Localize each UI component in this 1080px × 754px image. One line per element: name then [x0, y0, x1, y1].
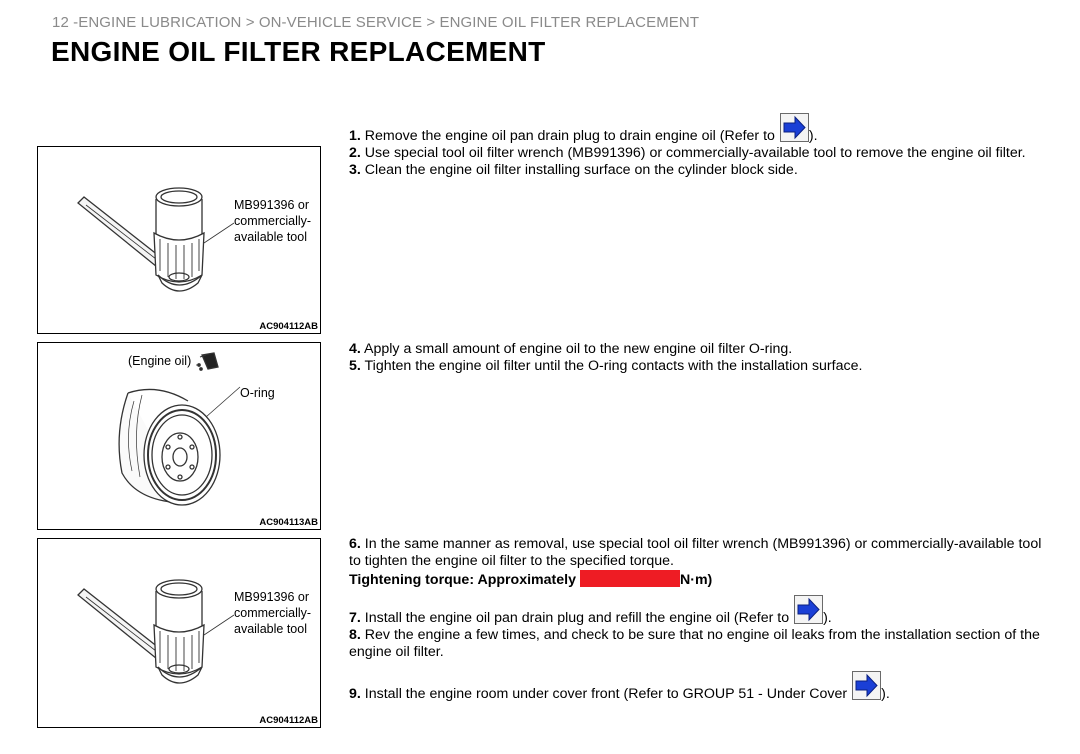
step-number: 6.	[349, 536, 361, 552]
step-number: 4.	[349, 341, 361, 357]
breadcrumb: 12 -ENGINE LUBRICATION > ON-VEHICLE SERV…	[52, 14, 700, 31]
figure-tool-label: MB991396 or commercially- available tool	[234, 590, 312, 636]
figure-code: AC904113AB	[259, 517, 318, 528]
page-title: ENGINE OIL FILTER REPLACEMENT	[51, 36, 546, 67]
step-text: Use special tool oil filter wrench (MB99…	[364, 145, 1026, 161]
figure-code: AC904112AB	[259, 321, 318, 332]
steps-group-install: 6. In the same manner as removal, use sp…	[349, 536, 1049, 703]
right-arrow-link-icon[interactable]	[852, 671, 882, 700]
step-1: 1. Remove the engine oil pan drain plug …	[349, 113, 1049, 145]
torque-label: Tightening torque: Approximately	[349, 572, 577, 588]
step-5: 5. Tighten the engine oil filter until t…	[349, 358, 1049, 375]
figure-oil-filter-wrench-removal: MB991396 or commercially- available tool…	[37, 146, 321, 334]
torque-unit: N·m)	[679, 572, 713, 588]
step-number: 3.	[349, 162, 361, 178]
step-text-end: ).	[823, 610, 832, 626]
step-7: 7. Install the engine oil pan drain plug…	[349, 595, 1049, 627]
step-text: In the same manner as removal, use speci…	[349, 536, 1042, 569]
step-2: 2. Use special tool oil filter wrench (M…	[349, 145, 1049, 162]
step-text: Install the engine oil pan drain plug an…	[364, 610, 790, 626]
tightening-torque: Tightening torque: Approximately N·m)	[349, 570, 1049, 589]
step-8: 8. Rev the engine a few times, and check…	[349, 627, 1049, 661]
right-arrow-link-icon[interactable]	[779, 113, 809, 142]
right-arrow-link-icon[interactable]	[794, 595, 824, 624]
step-6: 6. In the same manner as removal, use sp…	[349, 536, 1049, 570]
oil-filter-wrench-illustration	[77, 187, 235, 292]
figure-code: AC904112AB	[259, 715, 318, 726]
steps-group-oring: 4. Apply a small amount of engine oil to…	[349, 341, 1049, 375]
oil-filter-wrench-illustration	[77, 579, 235, 684]
redacted-value	[579, 570, 680, 587]
figure-tool-label: MB991396 or commercially- available tool	[234, 198, 312, 244]
step-9: 9. Install the engine room under cover f…	[349, 671, 1049, 703]
step-number: 7.	[349, 610, 361, 626]
step-4: 4. Apply a small amount of engine oil to…	[349, 341, 1049, 358]
oil-filter-o-ring-illustration	[118, 352, 241, 506]
step-text: Rev the engine a few times, and check to…	[349, 627, 1040, 660]
step-text-end: ).	[881, 686, 890, 702]
step-3: 3. Clean the engine oil filter installin…	[349, 162, 1049, 179]
step-text: Remove the engine oil pan drain plug to …	[364, 128, 775, 144]
step-number: 9.	[349, 686, 361, 702]
step-number: 2.	[349, 145, 361, 161]
step-text: Clean the engine oil filter installing s…	[364, 162, 798, 178]
engine-oil-label: (Engine oil)	[128, 354, 192, 368]
figure-o-ring-oil: (Engine oil) O-ring AC904113AB	[37, 342, 321, 530]
step-number: 1.	[349, 128, 361, 144]
step-text: Install the engine room under cover fron…	[364, 686, 848, 702]
step-text: Tighten the engine oil filter until the …	[364, 358, 863, 374]
o-ring-label: O-ring	[240, 386, 275, 400]
step-text: Apply a small amount of engine oil to th…	[364, 341, 793, 357]
step-number: 8.	[349, 627, 361, 643]
figure-oil-filter-wrench-install: MB991396 or commercially- available tool…	[37, 538, 321, 728]
step-number: 5.	[349, 358, 361, 374]
step-text-end: ).	[808, 128, 818, 144]
steps-group-removal: 1. Remove the engine oil pan drain plug …	[349, 113, 1049, 179]
